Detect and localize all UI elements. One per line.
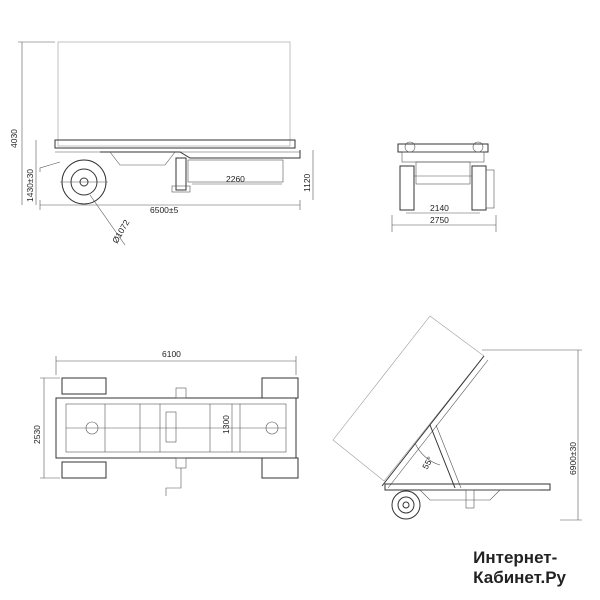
top-view [40,356,299,496]
dim-wheel-diameter: Ø1072 [110,218,132,245]
dim-side-frame-height: 1120 [302,173,312,192]
tilt-wheel [391,490,421,520]
dim-top-width: 2530 [32,425,42,444]
dim-side-height-platform: 1430±30 [25,169,35,202]
top-front-left-wheel [61,377,107,395]
watermark: Интернет- Кабинет.Ру [473,548,566,588]
dim-tilt-angle: 55° [420,455,435,471]
dim-tilt-height: 6900±30 [568,442,578,475]
watermark-line-1: Интернет- [473,548,558,567]
dim-top-length: 6100 [162,349,181,359]
side-view [18,41,314,246]
top-rear-left-wheel [261,377,299,399]
rear-view [391,141,497,232]
top-front-right-wheel [61,461,107,479]
top-rear-right-wheel [261,457,299,479]
watermark-line-2: Кабинет.Ру [473,568,566,587]
dim-side-height-total: 4030 [9,129,19,148]
tilt-view [332,315,582,521]
dim-rear-track: 2140 [430,203,449,213]
rear-right-wheel [471,165,487,211]
dim-side-length: 6500±5 [150,205,179,215]
dim-side-inner-length: 2260 [226,174,245,184]
dim-top-inner-width: 1300 [221,415,231,434]
rear-left-wheel [399,165,415,211]
dim-rear-width: 2750 [430,215,449,225]
